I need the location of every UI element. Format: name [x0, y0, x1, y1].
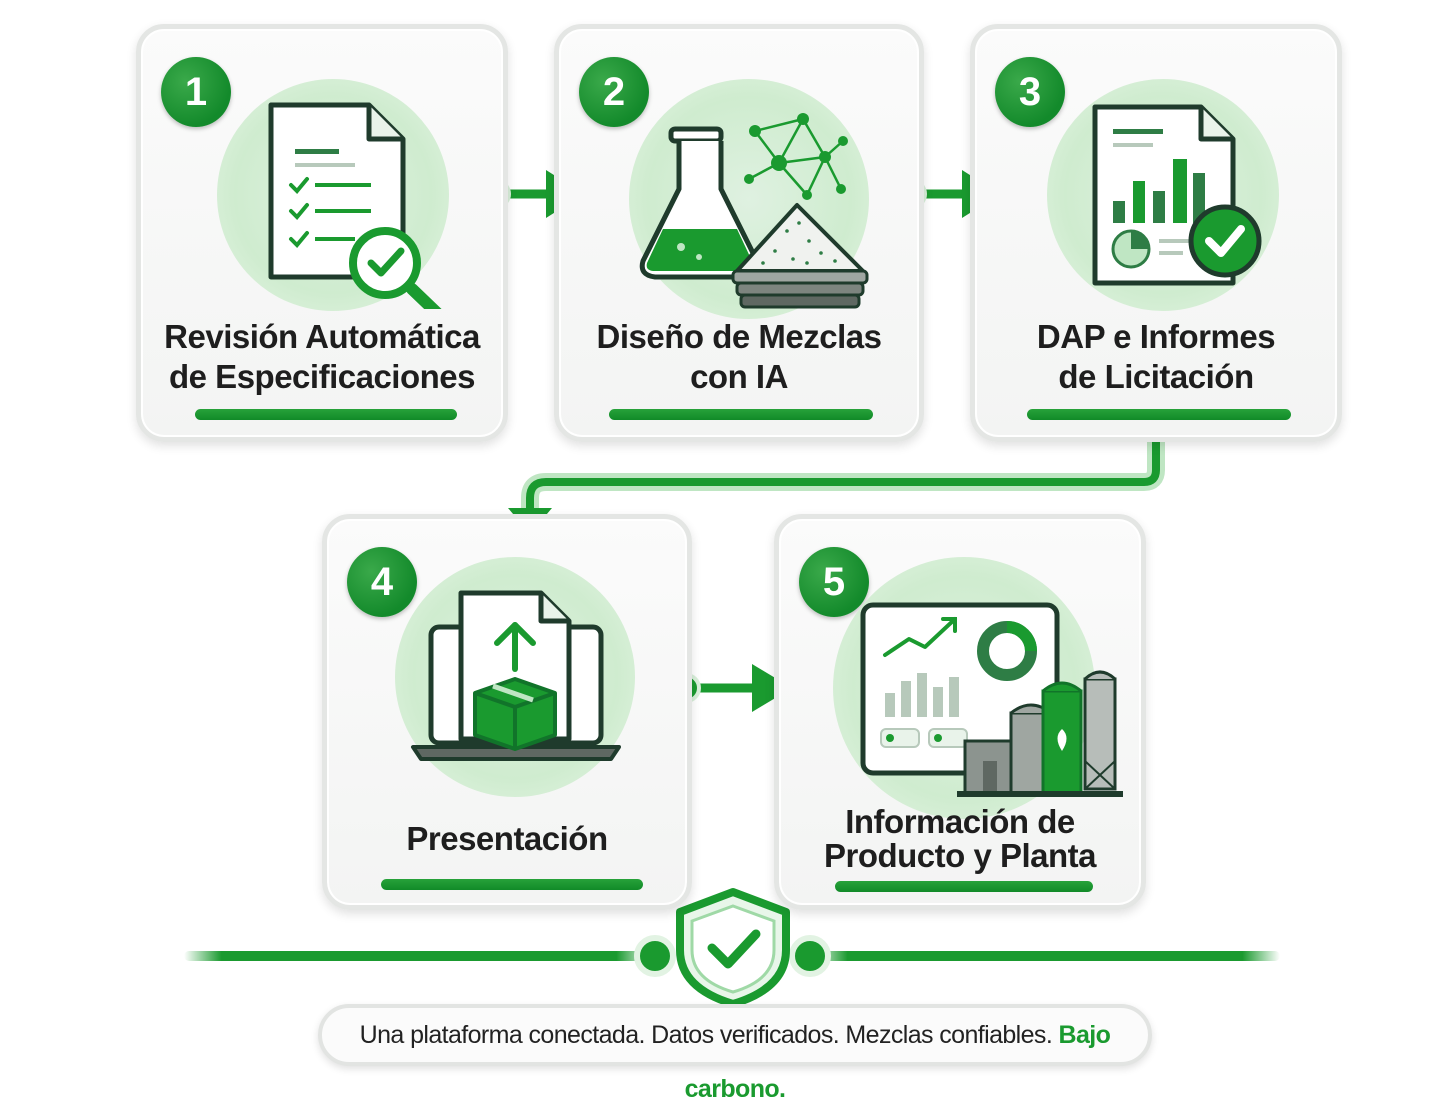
step-underline-bar [1027, 409, 1291, 420]
step-title-line2: Producto y Planta [823, 837, 1097, 874]
step-card-4[interactable]: 4 Presentación [322, 514, 692, 910]
step-title-line2: de Especificaciones [169, 358, 475, 395]
step-underline-bar [195, 409, 457, 420]
dashboard-plant-silos-icon [860, 602, 1123, 797]
step-title: Diseño de Mezclas con IA [559, 317, 919, 397]
step-title-line2: de Licitación [1058, 358, 1254, 395]
step-title-line1: DAP e Informes [1036, 318, 1276, 355]
step-title: Revisión Automática de Especificaciones [141, 317, 503, 397]
shield-check-icon [676, 888, 790, 1008]
flask-molecule-aggregate-icon [639, 113, 869, 309]
step-card-3[interactable]: 3 DAP e Informes de Licitación [970, 24, 1342, 442]
step-title-line1: Información de [845, 803, 1075, 840]
laptop-upload-box-icon [411, 590, 621, 761]
step-underline-bar [381, 879, 643, 890]
step-title-line2: con IA [690, 358, 788, 395]
step-title: Información de Producto y Planta [779, 805, 1141, 873]
step-title-line1: Presentación [406, 820, 608, 857]
step-number-badge: 5 [799, 547, 869, 617]
step-number-badge: 3 [995, 57, 1065, 127]
step-title: Presentación [327, 819, 687, 859]
step-number-badge: 1 [161, 57, 231, 127]
step-card-5[interactable]: 5 Información de Producto y Planta [774, 514, 1146, 910]
step-title-line1: Diseño de Mezclas [596, 318, 882, 355]
step-underline-bar [835, 881, 1093, 892]
document-checklist-magnifier-icon [268, 102, 442, 309]
step-card-2[interactable]: 2 Diseño de Mezclas con IA [554, 24, 924, 442]
bottom-divider-line [184, 935, 1280, 977]
step-title-line1: Revisión Automática [164, 318, 480, 355]
step-underline-bar [609, 409, 873, 420]
footer-tagline: Una plataforma conectada. Datos verifica… [318, 1004, 1152, 1103]
step-title: DAP e Informes de Licitación [975, 317, 1337, 397]
footer-text: Una plataforma conectada. Datos verifica… [359, 1021, 1053, 1049]
step-number-badge: 2 [579, 57, 649, 127]
step-number-badge: 4 [347, 547, 417, 617]
step-card-1[interactable]: 1 Revisión Automática de Especificacione… [136, 24, 508, 442]
report-chart-check-icon [1092, 104, 1262, 286]
